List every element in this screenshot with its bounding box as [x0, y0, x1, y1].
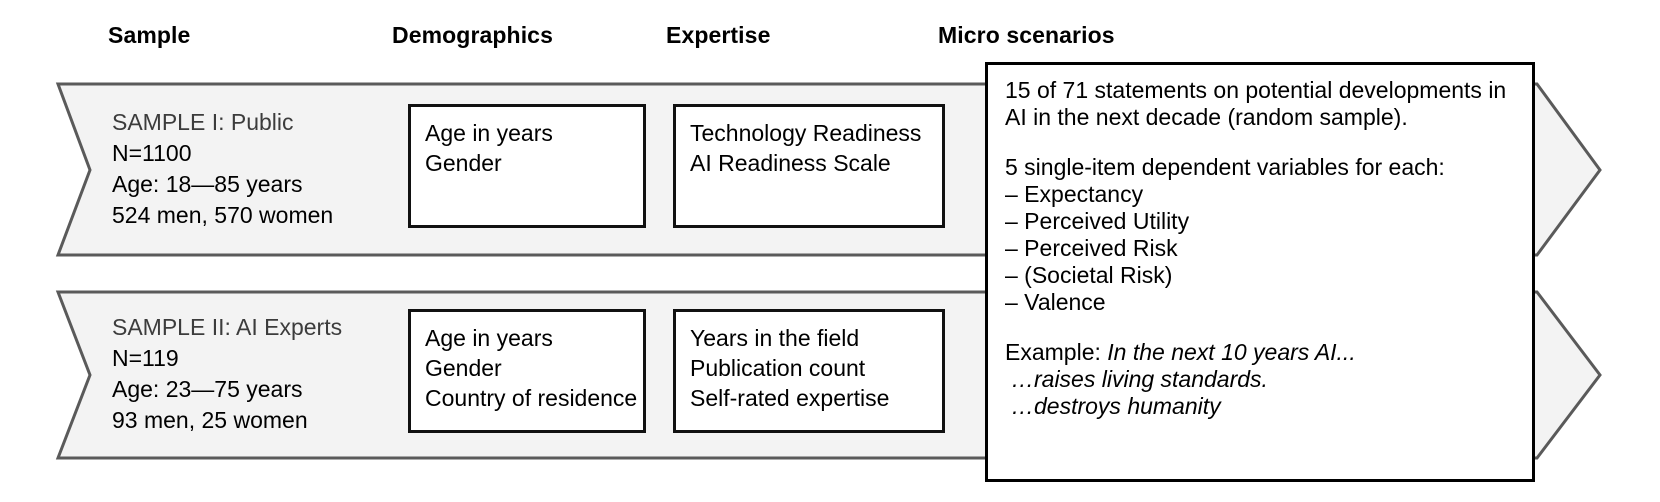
- micro-dv-item-1: – Perceived Utility: [1005, 208, 1190, 234]
- expertise-box-1: Technology Readiness AI Readiness Scale: [673, 104, 945, 228]
- expertise-2-item-1: Publication count: [690, 355, 866, 381]
- micro-dv-item-2: – Perceived Risk: [1005, 235, 1178, 261]
- demographics-2-item-2: Country of residence: [425, 385, 638, 411]
- micro-example-0: …raises living standards.: [1011, 366, 1268, 392]
- sample-title-1: SAMPLE I: Public: [112, 109, 294, 135]
- micro-example-label: Example:: [1005, 339, 1108, 365]
- micro-example-stem: In the next 10 years AI...: [1107, 339, 1356, 365]
- column-header-micro-scenarios: Micro scenarios: [938, 22, 1115, 48]
- expertise-box-1-text: Technology Readiness AI Readiness Scale: [690, 118, 921, 178]
- micro-scenarios-panel: 15 of 71 statements on potential develop…: [985, 62, 1535, 482]
- micro-intro-text: 15 of 71 statements on potential develop…: [1005, 77, 1507, 130]
- column-header-expertise: Expertise: [666, 22, 771, 48]
- expertise-1-item-1: AI Readiness Scale: [690, 150, 891, 176]
- demographics-box-2-text: Age in years Gender Country of residence: [425, 323, 637, 413]
- sample-line-1-2: 524 men, 570 women: [112, 202, 334, 228]
- sample-title-2: SAMPLE II: AI Experts: [112, 314, 343, 340]
- sample-line-1-1: Age: 18—85 years: [112, 171, 303, 197]
- sample-line-2-2: 93 men, 25 women: [112, 407, 308, 433]
- expertise-1-item-0: Technology Readiness: [690, 120, 922, 146]
- micro-example-1: …destroys humanity: [1011, 393, 1221, 419]
- sample-block-2: SAMPLE II: AI Experts N=119 Age: 23—75 y…: [112, 312, 342, 436]
- demographics-2-item-1: Gender: [425, 355, 502, 381]
- demographics-2-item-0: Age in years: [425, 325, 553, 351]
- demographics-1-item-0: Age in years: [425, 120, 553, 146]
- demographics-1-item-1: Gender: [425, 150, 502, 176]
- sample-line-1-0: N=1100: [112, 140, 192, 166]
- micro-scenarios-content: 15 of 71 statements on potential develop…: [1005, 77, 1524, 420]
- micro-dv-item-3: – (Societal Risk): [1005, 262, 1173, 288]
- micro-dv-item-0: – Expectancy: [1005, 181, 1144, 207]
- sample-line-2-0: N=119: [112, 345, 179, 371]
- micro-spacer-1: [1005, 131, 1524, 154]
- column-header-demographics: Demographics: [392, 22, 553, 48]
- sample-block-1: SAMPLE I: Public N=1100 Age: 18—85 years…: [112, 107, 333, 231]
- demographics-box-2: Age in years Gender Country of residence: [408, 309, 646, 433]
- expertise-2-item-2: Self-rated expertise: [690, 385, 890, 411]
- micro-dv-heading: 5 single-item dependent variables for ea…: [1005, 154, 1445, 180]
- micro-dv-item-4: – Valence: [1005, 289, 1106, 315]
- sample-line-2-1: Age: 23—75 years: [112, 376, 303, 402]
- micro-example-line: Example: In the next 10 years AI...: [1005, 339, 1524, 366]
- column-header-sample: Sample: [108, 22, 191, 48]
- expertise-box-2: Years in the field Publication count Sel…: [673, 309, 945, 433]
- demographics-box-1-text: Age in years Gender: [425, 118, 553, 178]
- demographics-box-1: Age in years Gender: [408, 104, 646, 228]
- expertise-box-2-text: Years in the field Publication count Sel…: [690, 323, 889, 413]
- micro-spacer-2: [1005, 316, 1524, 339]
- expertise-2-item-0: Years in the field: [690, 325, 860, 351]
